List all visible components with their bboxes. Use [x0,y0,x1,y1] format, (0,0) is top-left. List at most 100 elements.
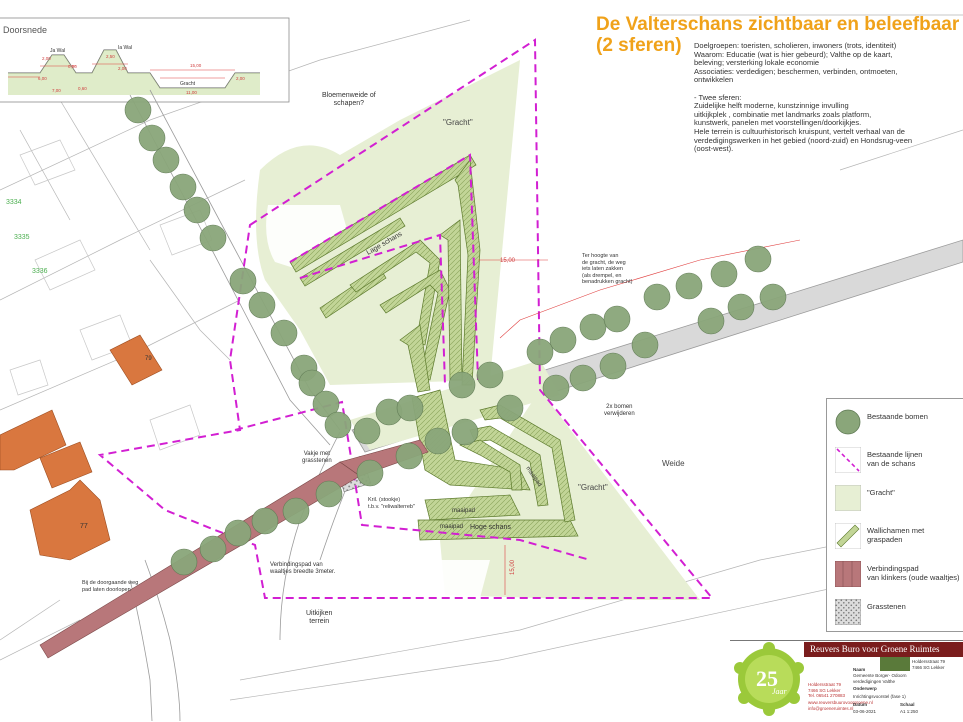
tree-icon [675,272,703,300]
firm-name-banner: Reuvers Buro voor Groene Ruimtes [804,642,963,657]
firm-address: Holdersstraat 79 7466 SG Lekker Tel. 065… [808,682,846,698]
plot-number-1: 3334 [6,199,22,206]
tree-icon [744,245,772,273]
tree-icon [353,417,381,445]
tree-icon [476,361,504,389]
scale-label: Schaal [900,702,915,707]
tree-icon [579,313,607,341]
tree-icon [759,283,787,311]
tree-icon [396,394,424,422]
tree-icon [451,418,479,446]
note-line: Hele terrein is cultuurhistorisch kruisp… [694,126,905,136]
note-line: Zuidelijke helft moderne, kunstzinnige i… [694,101,849,111]
dimension-1500: 15,00 [510,559,516,575]
tree-icon [631,331,659,359]
gracht-swatch-icon [835,485,861,511]
tree-icon [496,394,524,422]
note-line: verdedigingswerken in het gebied (noord-… [694,135,913,145]
tree-icon [315,480,343,508]
legend-label: Grasstenen [867,602,906,611]
date-value: 03-06-2021 [853,709,877,714]
tree-icon [356,459,384,487]
grass-stone-icon [835,599,861,625]
titleblock-mini-address: Holdersstraat 79 7466 SG Lekker [912,659,946,670]
tree-icon [835,409,861,435]
tree-icon [727,293,755,321]
section-dimension: 6,00 [38,76,47,81]
label-uitkijken: Uitkijken terrein [306,610,333,625]
label-verbindingspad: Verbindingspad van waaltjes breedte 3met… [270,562,336,575]
label-kunst: Kril. (stookje) t.b.v. "reliwalterreb" [368,497,415,510]
tree-icon [697,307,725,335]
label-bloemenweide: Bloemenweide of schapen? [322,92,376,107]
legend-item: Bestaande bomen [827,403,963,443]
note-line: Waarom: Educatie (wat is hier gebeurd); … [694,49,893,59]
note-line: - Twee sferen: [694,92,742,102]
dashed-line-icon [835,447,861,473]
client-label: Naam [853,667,866,672]
parcel-lines [0,14,963,701]
tree-icon [282,497,310,525]
note-line: uitkijkplek , combinatie met landmarks z… [694,109,872,119]
section-title: Doorsnede [3,25,47,35]
tree-icon [199,535,227,563]
label-bomen-verwijderen: 2x bomen verwijderen [604,404,635,417]
section-dimension: 0,60 [78,86,87,91]
tree-icon [224,519,252,547]
tree-icon [569,364,597,392]
tree-icon [710,260,738,288]
note-line: ontwikkelen [694,75,734,85]
tree-icon [170,548,198,576]
page-title-line1: De Valterschans zichtbaar en beleefbaar [596,14,960,35]
tree-icon [424,427,452,455]
tree-icon [549,326,577,354]
section-label-3: Gracht [180,81,196,87]
tree-icon [229,267,257,295]
legend-label: Bestaande bomen [867,412,928,421]
anniversary-logo: 25 Jaar [734,642,804,716]
section-dimension: 7,00 [52,88,61,93]
tree-icon [526,338,554,366]
house-number: 77 [80,523,88,530]
label-doorgaande-weg: Bij de doorgaande weg pad laten doorlope… [82,580,139,593]
maaipad-label: maaipad [452,508,475,514]
subject-label: Onderwerp [853,686,877,691]
tree-icon [542,374,570,402]
logo-number: 25 [756,666,778,691]
tree-icon [298,369,326,397]
section-dimension: 2,50 [106,54,115,59]
measure-lines [478,239,801,595]
subject-value: Inrichtingsvoorstel (fase 1) [853,694,906,699]
tree-icon [643,283,671,311]
date-label: Datum [853,702,868,707]
note-line: Associaties: verdedigen; beschermen, ver… [694,66,898,76]
tree-icon [169,173,197,201]
description-notes: Doelgroepen: toeristen, scholieren, inwo… [694,41,913,154]
tree-icon [248,291,276,319]
plot-number-3: 3336 [32,268,48,275]
tree-icon [324,411,352,439]
page-title-line2: (2 sferen) [596,35,682,56]
path-swatch-icon [835,561,861,587]
legend-item: Grasstenen [827,593,963,633]
legend-label: "Gracht" [867,488,895,497]
section-dimension: 11,00 [186,90,197,95]
plot-number-2: 3335 [14,234,30,241]
tree-icon [251,507,279,535]
tree-icon [183,196,211,224]
houses [0,334,163,561]
tree-icon [312,390,340,418]
legend-item: "Gracht" [827,479,963,519]
section-dimension: 2,00 [42,56,51,61]
label-weide: Weide [662,459,685,468]
note-line: Doelgroepen: toeristen, scholieren, inwo… [694,41,897,50]
firm-contact: www.reuversbuurovoorgroene.nl info@groen… [808,700,873,711]
house-number-2: 79 [145,356,152,362]
